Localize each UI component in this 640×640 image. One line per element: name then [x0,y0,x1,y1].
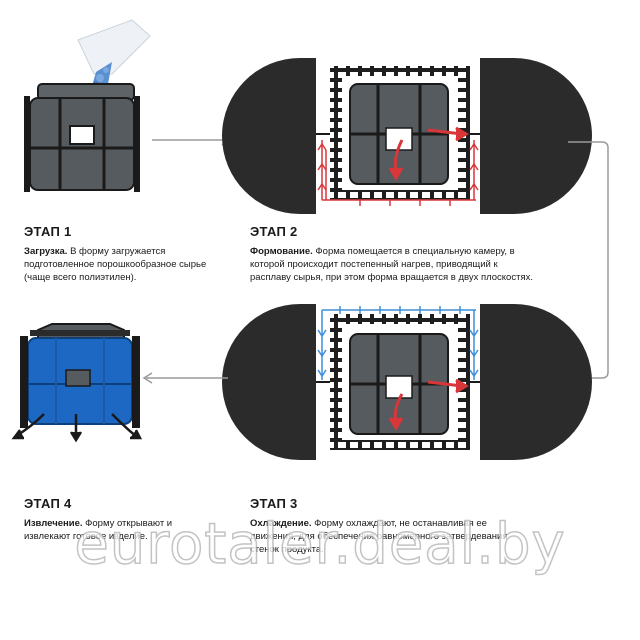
stage-body: Форму открывают и извлекают готовое изде… [24,518,173,542]
stage1-illustration [24,19,151,192]
stage-lead: Охлаждение. [250,518,312,529]
stage-description: Загрузка. В форму загружается подготовле… [24,245,224,284]
stage-description: Извлечение. Форму открывают и извлекают … [24,517,194,543]
stage-1-caption: ЭТАП 1 Загрузка. В форму загружается под… [24,224,224,284]
stage-title: ЭТАП 2 [250,224,298,239]
stage4-illustration [11,323,143,443]
stage-4-caption: ЭТАП 4 Извлечение. Форму открывают и изв… [24,496,194,543]
cooling-arrows [317,306,479,380]
rotation-arrow-icon [388,126,469,181]
stage-3-caption: ЭТАП 3 Охлаждение. Форму охлаждают, не о… [250,496,530,556]
stage-title: ЭТАП 3 [250,496,298,511]
stage3-illustration [222,304,592,460]
release-arrows [11,413,143,443]
flow-arrow-right [152,134,232,146]
powder-bag-icon [77,19,151,87]
stage-lead: Загрузка. [24,246,68,257]
stage-lead: Формование. [250,246,313,257]
stage-lead: Извлечение. [24,518,83,529]
stage-body: Форму охлаждают, не останавливая ее движ… [250,518,508,555]
flow-arrow-left [142,372,228,384]
stage-description: Формование. Форма помещается в специальн… [250,245,540,284]
stage-body: Форма помещается в специальную камеру, в… [250,246,533,283]
stage2-illustration [222,58,592,214]
watermark: eurotaler.deal.by [74,511,566,578]
stage-title: ЭТАП 1 [24,224,72,239]
stage-2-caption: ЭТАП 2 Формование. Форма помещается в сп… [250,224,540,284]
stage-body: В форму загружается подготовленное порош… [24,246,207,283]
stage-title: ЭТАП 4 [24,496,72,511]
open-mold-icon [24,83,140,192]
heat-arrows [317,140,479,206]
stage-description: Охлаждение. Форму охлаждают, не останавл… [250,517,530,556]
rotation-arrow-icon [388,378,469,431]
